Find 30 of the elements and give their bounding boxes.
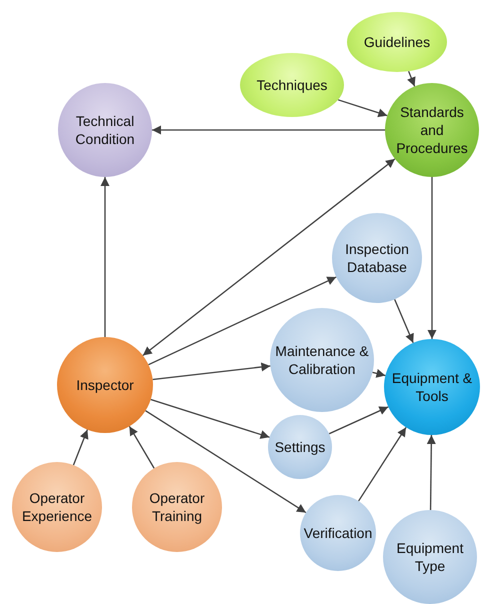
node-label: Guidelines bbox=[364, 32, 430, 52]
node-label: Operator Experience bbox=[20, 488, 94, 526]
arrow bbox=[148, 276, 336, 366]
arrow bbox=[338, 99, 388, 118]
node-label: Operator Training bbox=[148, 488, 206, 526]
arrow bbox=[150, 398, 270, 439]
node-label: Maintenance & Calibration bbox=[274, 342, 370, 378]
node-label: Standards and Procedures bbox=[395, 102, 469, 158]
arrow bbox=[142, 158, 396, 356]
arrow bbox=[358, 427, 407, 502]
arrow bbox=[328, 406, 389, 434]
node-label: Verification bbox=[304, 524, 372, 542]
arrow bbox=[428, 177, 436, 339]
arrow bbox=[152, 126, 385, 134]
arrow bbox=[72, 429, 88, 466]
node-label: Equipment & Tools bbox=[390, 368, 474, 406]
arrow bbox=[394, 299, 414, 344]
arrow bbox=[426, 434, 436, 510]
arrow bbox=[152, 362, 270, 380]
arrow bbox=[407, 70, 416, 87]
arrow bbox=[128, 426, 155, 469]
node-label: Technical Condition bbox=[74, 112, 136, 148]
node-label: Settings bbox=[274, 438, 326, 456]
arrow bbox=[145, 410, 306, 514]
node-label: Equipment Type bbox=[396, 538, 464, 576]
node-label: Inspection Database bbox=[344, 240, 410, 276]
node-label: Techniques bbox=[256, 76, 328, 94]
node-label: Inspector bbox=[76, 376, 134, 394]
arrow bbox=[372, 369, 386, 378]
arrow bbox=[100, 177, 110, 337]
